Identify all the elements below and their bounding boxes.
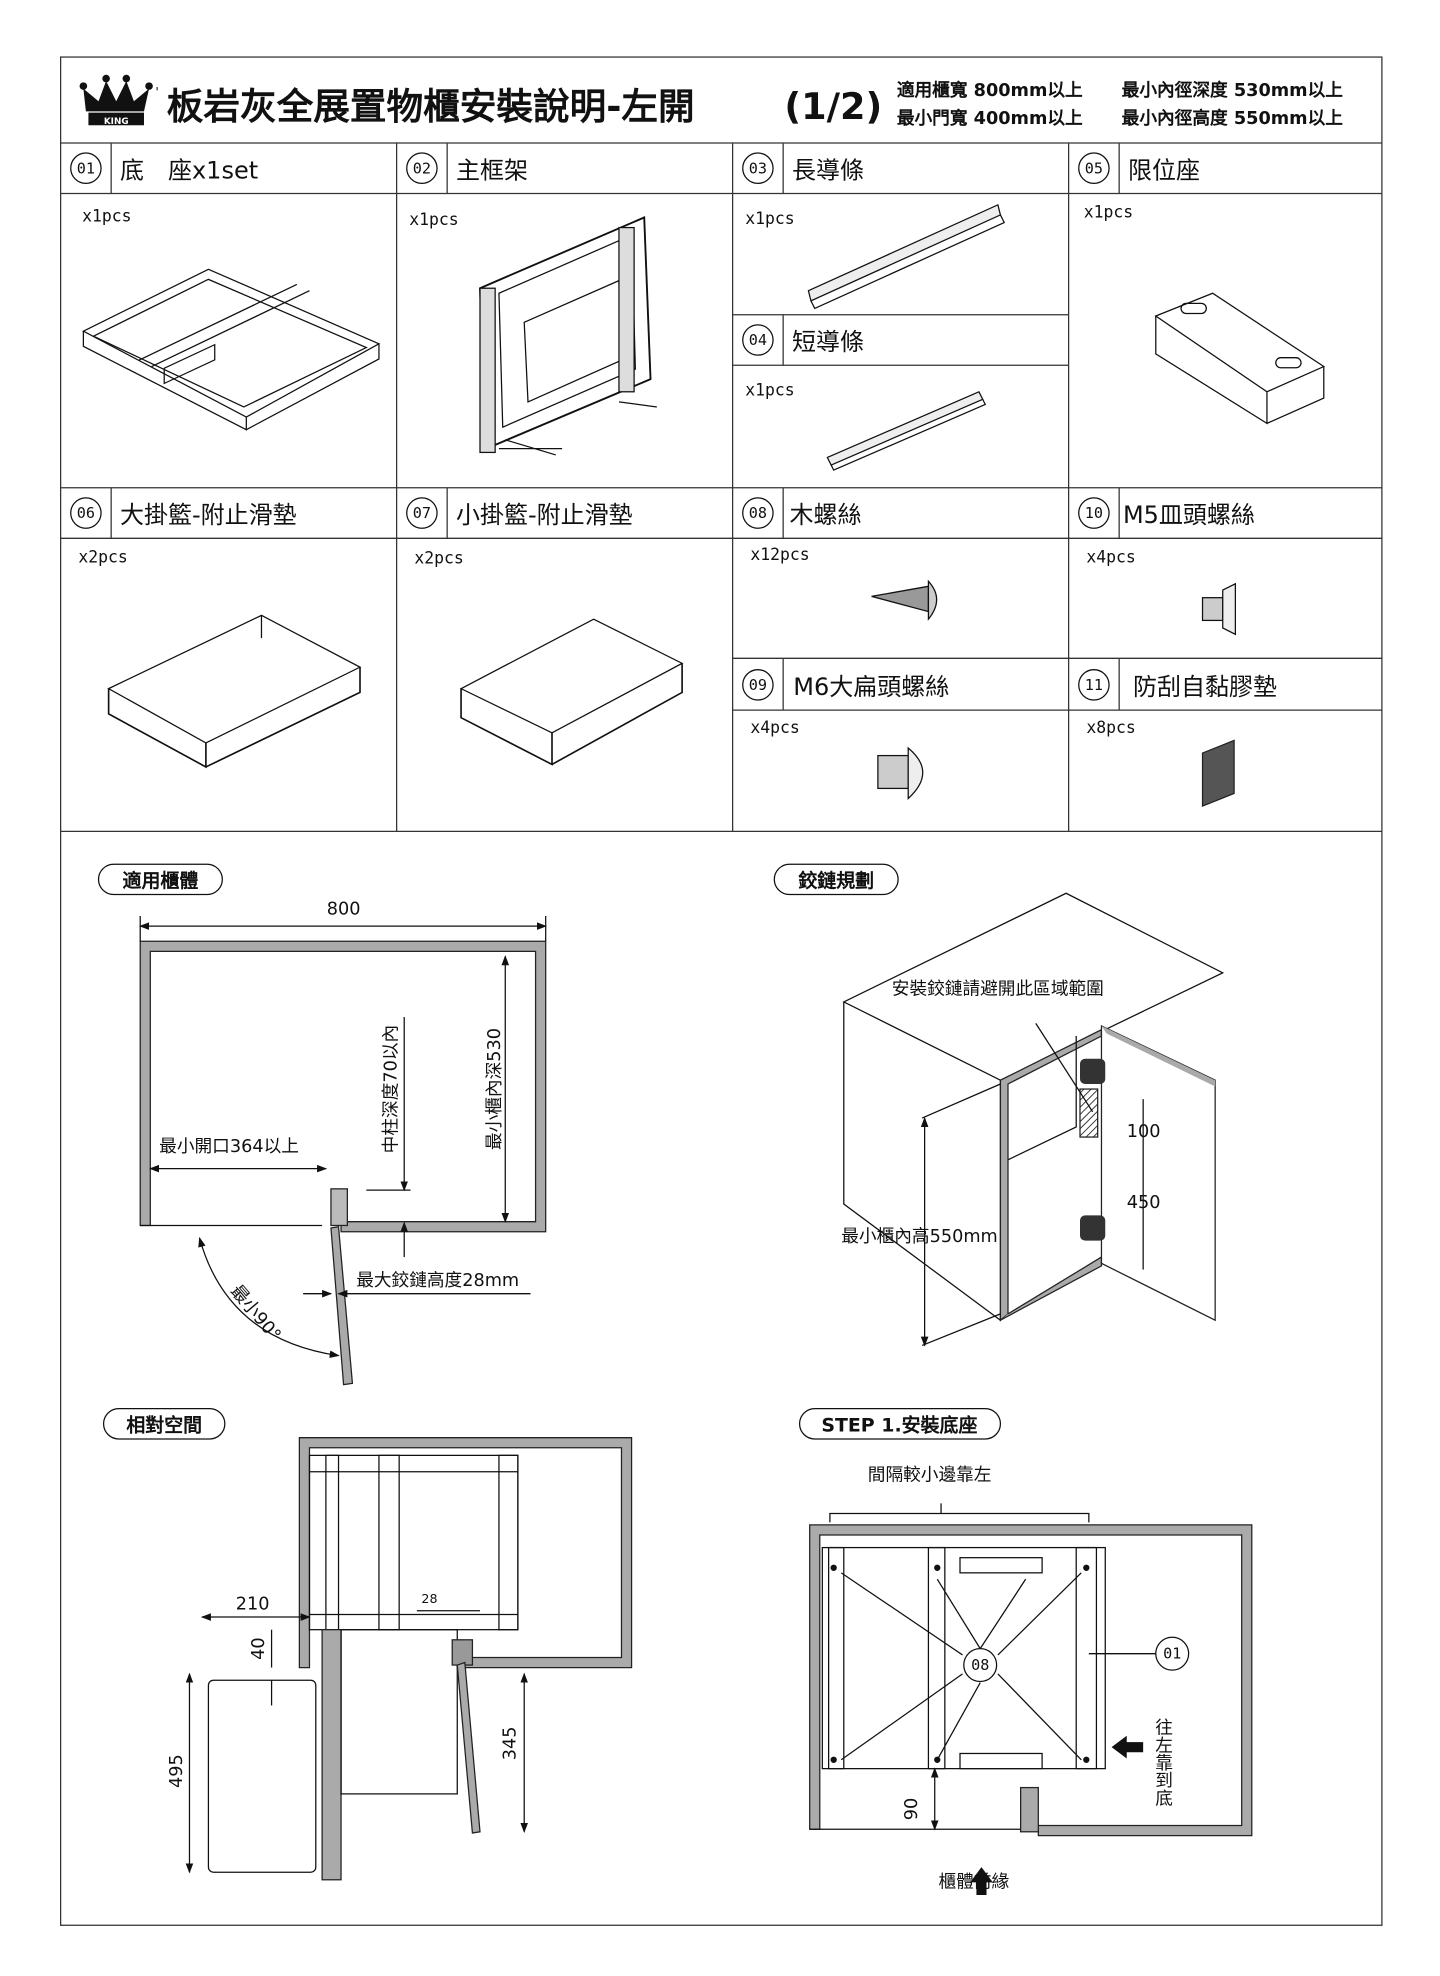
base-frame-drawing (81, 268, 381, 431)
brand-text: KING (104, 117, 129, 127)
hinge-dim-450: 450 (1127, 1193, 1161, 1213)
dim-width: 800 (327, 900, 361, 920)
section-hinge-label: 鉸鏈規劃 (773, 863, 899, 896)
part-name: 小掛籃-附止滑墊 (456, 501, 633, 529)
part-number: 08 (749, 504, 767, 522)
hinge-dim-100: 100 (1127, 1122, 1161, 1142)
spec-cabinet-width: 適用櫃寬 800mm以上 (897, 79, 1083, 101)
king-crown-logo: KING ' (79, 74, 159, 127)
limiter-drawing (1154, 292, 1326, 425)
space-dim-210: 210 (236, 1594, 270, 1614)
part-name: 底 座x1set (120, 156, 258, 184)
part-qty: x12pcs (750, 545, 809, 564)
adhesive-pad-drawing (1201, 739, 1235, 808)
hinge-min-height: 最小櫃內高550mm (841, 1226, 998, 1247)
section-cabinet-label: 適用櫃體 (97, 863, 223, 896)
space-dim-495: 495 (167, 1754, 187, 1788)
part-qty: x8pcs (1086, 718, 1135, 737)
relative-space-drawing (185, 1437, 633, 1881)
part-name: 木螺絲 (789, 501, 861, 529)
part-07: 07 小掛籃-附止滑墊 x2pcs (406, 497, 633, 568)
step1-note: 間隔較小邊靠左 (868, 1465, 992, 1486)
part-qty: x1pcs (82, 206, 131, 225)
part-08: 08 木螺絲 x12pcs (742, 497, 861, 564)
part-qty: x4pcs (1086, 547, 1135, 566)
hinge-cabinet-drawing (842, 892, 1225, 1347)
short-rail-drawing (826, 390, 987, 471)
space-dim-28: 28 (421, 1591, 437, 1606)
part-10: 10 M5皿頭螺絲 x4pcs (1078, 497, 1255, 566)
step1-front-edge: 櫃體前緣 (939, 1871, 1010, 1892)
step1-dim-90: 90 (902, 1798, 922, 1821)
step1-title: STEP 1.安裝底座 (821, 1413, 977, 1436)
part-qty: x1pcs (745, 381, 794, 400)
part-05: 05 限位座 x1pcs (1078, 152, 1200, 221)
dim-opening: 最小開口364以上 (159, 1136, 299, 1157)
part-03: 03 長導條 x1pcs (742, 152, 864, 228)
page-number: (1/2) (784, 85, 882, 128)
table-grid (59, 56, 1383, 1926)
cabinet-topview-drawing (138, 916, 547, 1386)
part-qty: x1pcs (745, 209, 794, 228)
step1-base-drawing (809, 1503, 1253, 1895)
spec-inner-depth: 最小內徑深度 530mm以上 (1122, 79, 1344, 101)
part-qty: x1pcs (409, 210, 458, 229)
section-step1-label: STEP 1.安裝底座 (798, 1407, 1002, 1440)
part-number: 02 (413, 159, 431, 177)
dim-hinge-height: 最大鉸鏈高度28mm (356, 1270, 519, 1291)
step1-push-note: 往左靠到底 (1152, 1718, 1173, 1807)
cabinet-title: 適用櫃體 (123, 869, 199, 892)
part-number: 10 (1085, 504, 1103, 522)
part-name: M6大扁頭螺絲 (793, 673, 949, 701)
part-09: 09 M6大扁頭螺絲 x4pcs (742, 669, 949, 737)
part-qty: x1pcs (1084, 202, 1133, 221)
main-frame-drawing (479, 216, 657, 456)
hinge-title: 鉸鏈規劃 (798, 869, 874, 892)
part-number: 09 (749, 676, 767, 694)
svg-text:': ' (155, 84, 158, 99)
m6-screw-drawing (877, 746, 924, 800)
large-basket-drawing (107, 614, 362, 769)
space-title: 相對空間 (126, 1413, 202, 1436)
step1-screw-callout: 08 (971, 1656, 989, 1674)
part-name: 限位座 (1128, 156, 1200, 184)
part-qty: x4pcs (750, 718, 799, 737)
dim-depth: 最小櫃內深530 (484, 1028, 505, 1150)
dim-angle: 最小90° (226, 1281, 285, 1346)
part-01: 01 底 座x1set x1pcs (70, 152, 258, 225)
part-number: 07 (413, 504, 431, 522)
long-rail-drawing (807, 203, 1006, 310)
part-qty: x2pcs (414, 549, 463, 568)
part-name: 大掛籃-附止滑墊 (120, 501, 297, 529)
m5-screw-drawing (1201, 582, 1236, 636)
part-name: 主框架 (456, 156, 528, 184)
space-dim-345: 345 (500, 1727, 520, 1761)
part-qty: x2pcs (78, 547, 127, 566)
hinge-avoid-note: 安裝鉸鏈請避開此區域範圍 (892, 978, 1104, 999)
space-dim-40: 40 (249, 1637, 269, 1660)
section-space-label: 相對空間 (102, 1407, 226, 1440)
part-02: 02 主框架 x1pcs (406, 152, 528, 229)
part-name: 防刮自黏膠墊 (1133, 673, 1277, 701)
part-04: 04 短導條 x1pcs (742, 324, 864, 400)
page-title: 板岩灰全展置物櫃安裝說明-左開 (167, 85, 695, 128)
wood-screw-drawing (871, 579, 938, 621)
part-number: 06 (77, 504, 95, 522)
part-number: 03 (749, 159, 767, 177)
part-name: M5皿頭螺絲 (1123, 501, 1255, 529)
spec-inner-height: 最小內徑高度 550mm以上 (1122, 107, 1344, 129)
part-name: 長導條 (792, 156, 864, 184)
part-name: 短導條 (792, 328, 864, 356)
step1-base-callout: 01 (1163, 1645, 1181, 1663)
spec-door-width: 最小門寬 400mm以上 (897, 107, 1083, 129)
part-number: 04 (749, 331, 767, 349)
small-basket-drawing (459, 618, 684, 766)
dim-post-depth: 中柱深度70以內 (381, 1025, 402, 1154)
part-11: 11 防刮自黏膠墊 x8pcs (1078, 669, 1277, 737)
part-number: 11 (1085, 676, 1103, 694)
part-06: 06 大掛籃-附止滑墊 x2pcs (70, 497, 297, 566)
part-number: 01 (77, 159, 95, 177)
part-number: 05 (1085, 159, 1103, 177)
